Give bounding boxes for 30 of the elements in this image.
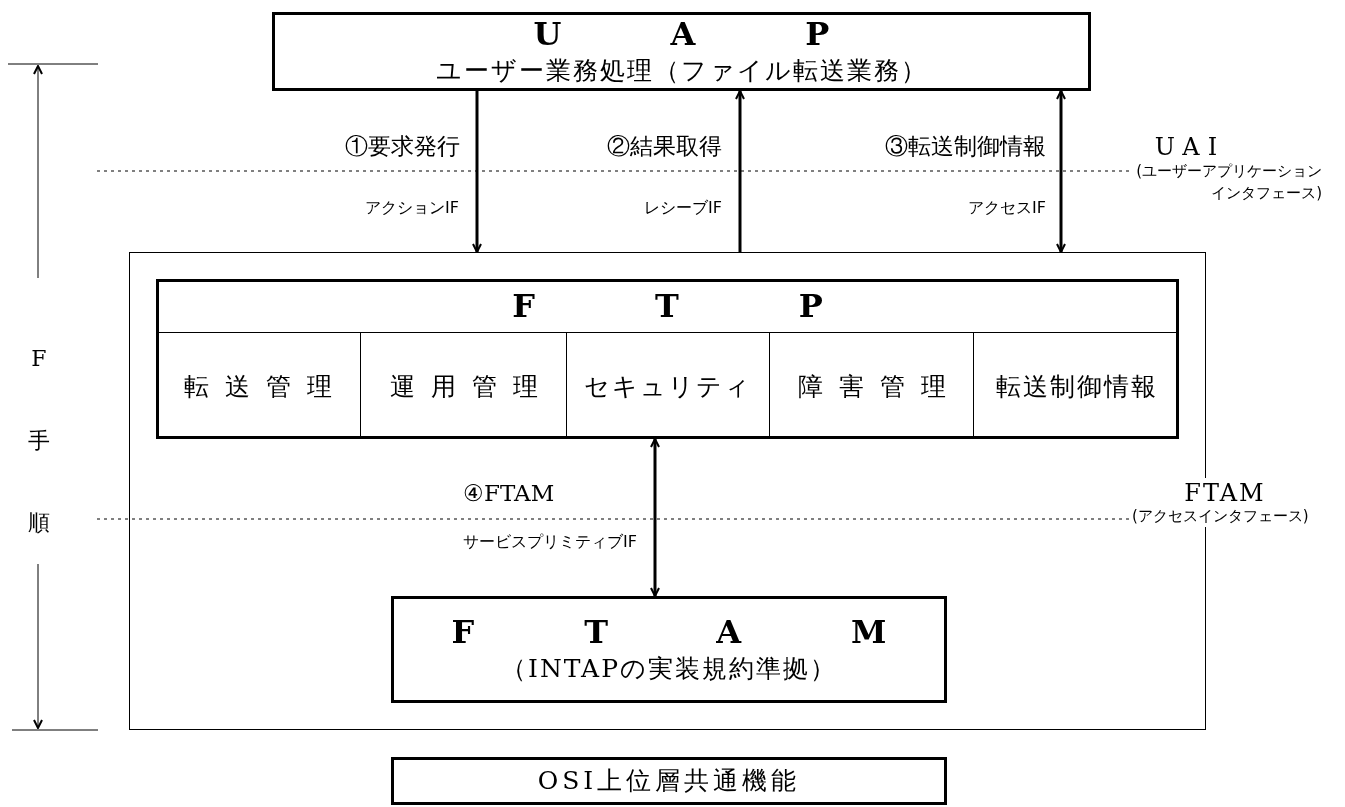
edge-label: ④FTAM bbox=[463, 479, 555, 508]
layer-subtitle: ユーザー業務処理（ファイル転送業務） bbox=[435, 54, 928, 87]
boundary-note: (アクセスインタフェース) bbox=[1132, 507, 1309, 527]
arrow bbox=[735, 90, 745, 252]
arrow bbox=[1056, 90, 1066, 253]
layer-box bbox=[272, 12, 1091, 91]
cell-text: 運用管理 bbox=[389, 370, 554, 403]
function-cell bbox=[361, 332, 567, 439]
layer-box bbox=[391, 596, 947, 703]
layer-box bbox=[156, 279, 1179, 439]
function-cell bbox=[156, 332, 361, 439]
edge-label: ②結果取得 bbox=[607, 132, 722, 161]
arrow bbox=[472, 91, 482, 253]
edge-label: ①要求発行 bbox=[345, 132, 460, 161]
edge-label: ③転送制御情報 bbox=[885, 132, 1046, 161]
layer-subtitle: OSI上位層共通機能 bbox=[537, 765, 801, 797]
layer-box bbox=[391, 757, 947, 805]
function-cell bbox=[770, 332, 974, 439]
layer-subtitle: （INTAPの実装規約準拠） bbox=[501, 652, 837, 685]
layer-title: FTP bbox=[512, 286, 943, 327]
interface-label: サービスプリミティブIF bbox=[463, 532, 637, 553]
layer-title: UAP bbox=[533, 14, 940, 53]
function-cell bbox=[567, 332, 770, 439]
layer-title: FTAM bbox=[451, 612, 997, 651]
cell-text: セキュリティ bbox=[584, 370, 752, 403]
arrow bbox=[650, 438, 660, 597]
cell-text: 転送制御情報 bbox=[995, 370, 1158, 403]
cell-text: 転送管理 bbox=[184, 370, 348, 403]
boundary-note: (ユーザーアプリケーションインタフェース) bbox=[1132, 160, 1322, 204]
cell-text: 障害管理 bbox=[797, 370, 962, 403]
